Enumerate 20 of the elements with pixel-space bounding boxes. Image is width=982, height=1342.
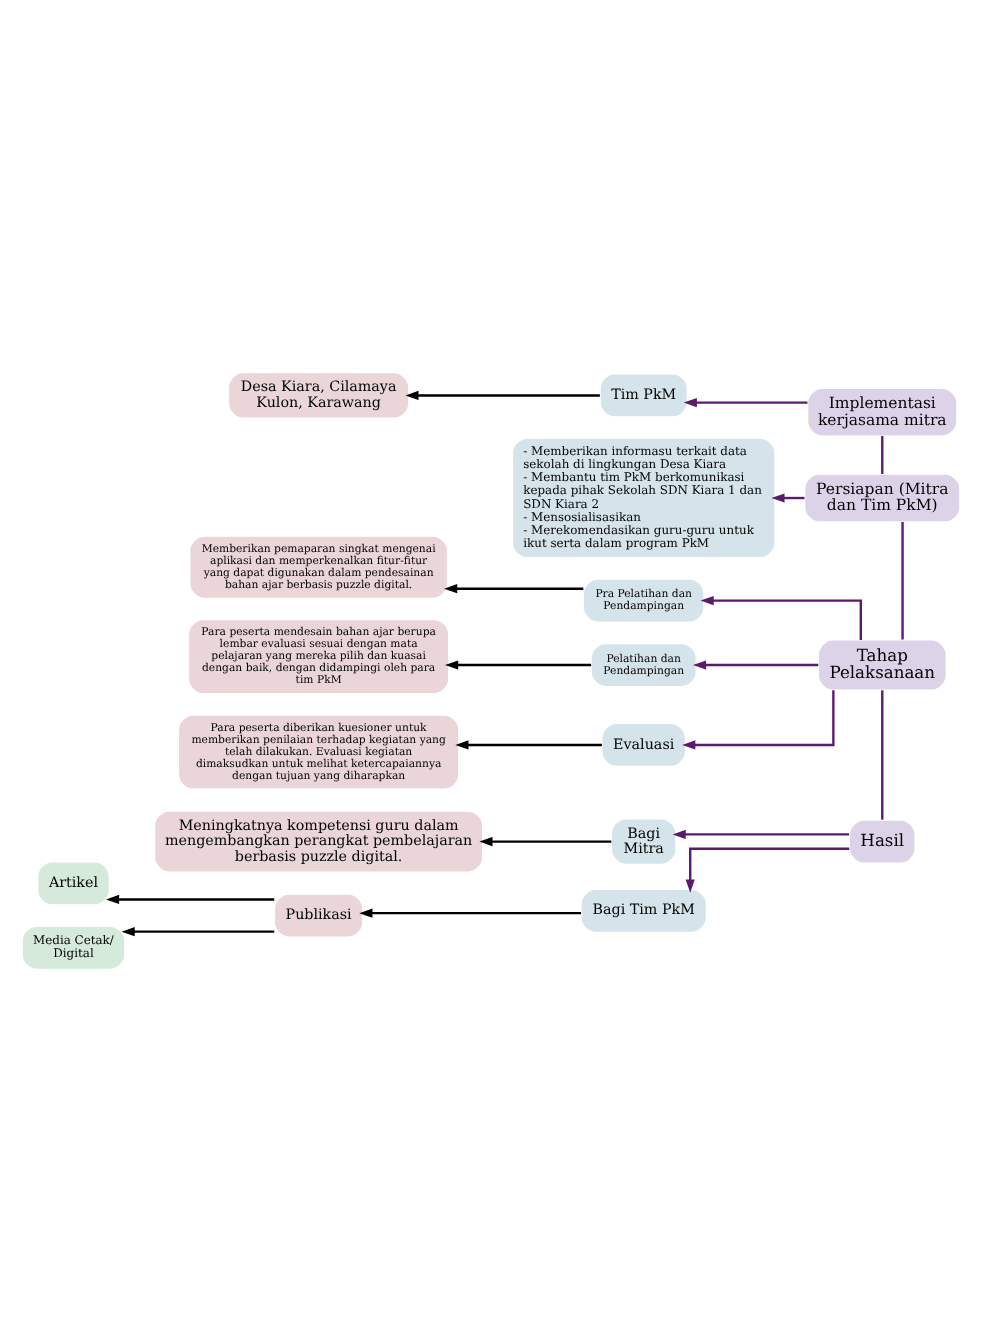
arrow [121, 927, 275, 937]
arrow [692, 660, 819, 670]
connector [901, 521, 904, 640]
arrow [405, 390, 600, 401]
arrow [444, 584, 584, 594]
arrow [683, 398, 808, 408]
arrow [359, 908, 581, 918]
arrow [105, 894, 275, 905]
arrow [445, 660, 592, 670]
arrow [700, 596, 862, 640]
arrow [455, 740, 602, 750]
node-box: Tahap Pelaksanaan [817, 639, 947, 691]
arrow [771, 493, 805, 503]
arrow [685, 847, 850, 893]
arrow [682, 690, 835, 750]
connector [881, 436, 884, 474]
arrow [479, 836, 612, 847]
node-box: Hasil [848, 819, 916, 864]
connector [881, 690, 884, 820]
arrow [672, 829, 850, 840]
